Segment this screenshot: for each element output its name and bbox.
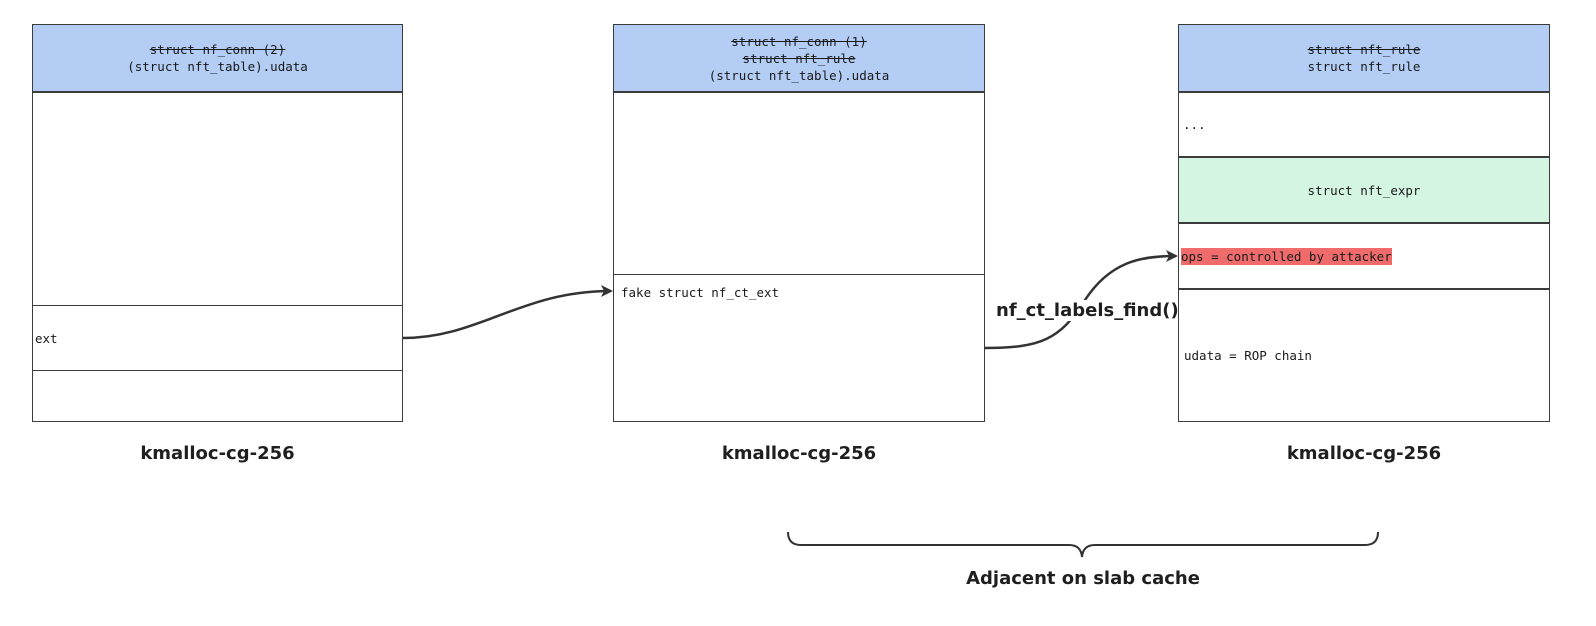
right-ellipsis-label: ... — [1183, 116, 1206, 132]
arrow-ext-to-fake-ext — [402, 285, 613, 340]
right-divider-2 — [1179, 222, 1549, 224]
left-header-nft-table-udata: (struct nft_table).udata — [127, 59, 308, 74]
right-ellipsis-cell: ... — [1179, 91, 1549, 157]
right-box-header: struct nft_rule struct nft_rule — [1179, 25, 1549, 93]
middle-header-struct-nf-conn-1: struct nf_conn (1) — [731, 33, 867, 49]
left-ext-label: ext — [35, 330, 58, 346]
left-memory-box: struct nf_conn (2) (struct nft_table).ud… — [32, 24, 403, 422]
left-box-header: struct nf_conn (2) (struct nft_table).ud… — [33, 25, 402, 93]
arrow-label-nf-ct-labels-find: nf_ct_labels_find() — [994, 300, 1179, 321]
left-divider-bottom — [33, 370, 402, 371]
middle-divider — [614, 274, 984, 275]
middle-header-nft-table-udata: (struct nft_table).udata — [708, 67, 890, 83]
left-caption: kmalloc-cg-256 — [140, 443, 295, 464]
middle-memory-box: struct nf_conn (1) struct nft_rule (stru… — [613, 24, 985, 422]
right-header-struct-nft-rule: struct nft_rule — [1307, 59, 1421, 74]
right-nft-expr-cell: struct nft_expr — [1179, 158, 1549, 222]
right-ops-cell: ops = controlled by attacker — [1179, 224, 1549, 288]
middle-box-header: struct nf_conn (1) struct nft_rule (stru… — [614, 25, 984, 93]
right-divider-1 — [1179, 156, 1549, 158]
right-caption: kmalloc-cg-256 — [1286, 443, 1442, 464]
right-udata-label: udata = ROP chain — [1184, 347, 1312, 363]
right-header-struct-nft-rule-struck: struct nft_rule — [1307, 42, 1421, 57]
right-nft-expr-label: struct nft_expr — [1307, 182, 1421, 198]
middle-fake-ext-label: fake struct nf_ct_ext — [621, 285, 780, 300]
left-divider-top — [33, 305, 402, 306]
right-divider-3 — [1179, 288, 1549, 290]
slab-brace — [787, 531, 1379, 558]
brace-label-adjacent: Adjacent on slab cache — [966, 568, 1200, 589]
right-udata-cell: udata = ROP chain — [1179, 290, 1549, 420]
right-ops-label: ops = controlled by attacker — [1181, 247, 1392, 265]
middle-caption: kmalloc-cg-256 — [721, 443, 877, 464]
left-ext-cell: ext — [33, 306, 402, 370]
middle-header-struct-nft-rule: struct nft_rule — [742, 50, 856, 66]
left-header-struct-nf-conn-2: struct nf_conn (2) — [149, 42, 286, 57]
right-memory-box: struct nft_rule struct nft_rule ... stru… — [1178, 24, 1550, 422]
middle-fake-ext-cell: fake struct nf_ct_ext — [614, 284, 984, 302]
